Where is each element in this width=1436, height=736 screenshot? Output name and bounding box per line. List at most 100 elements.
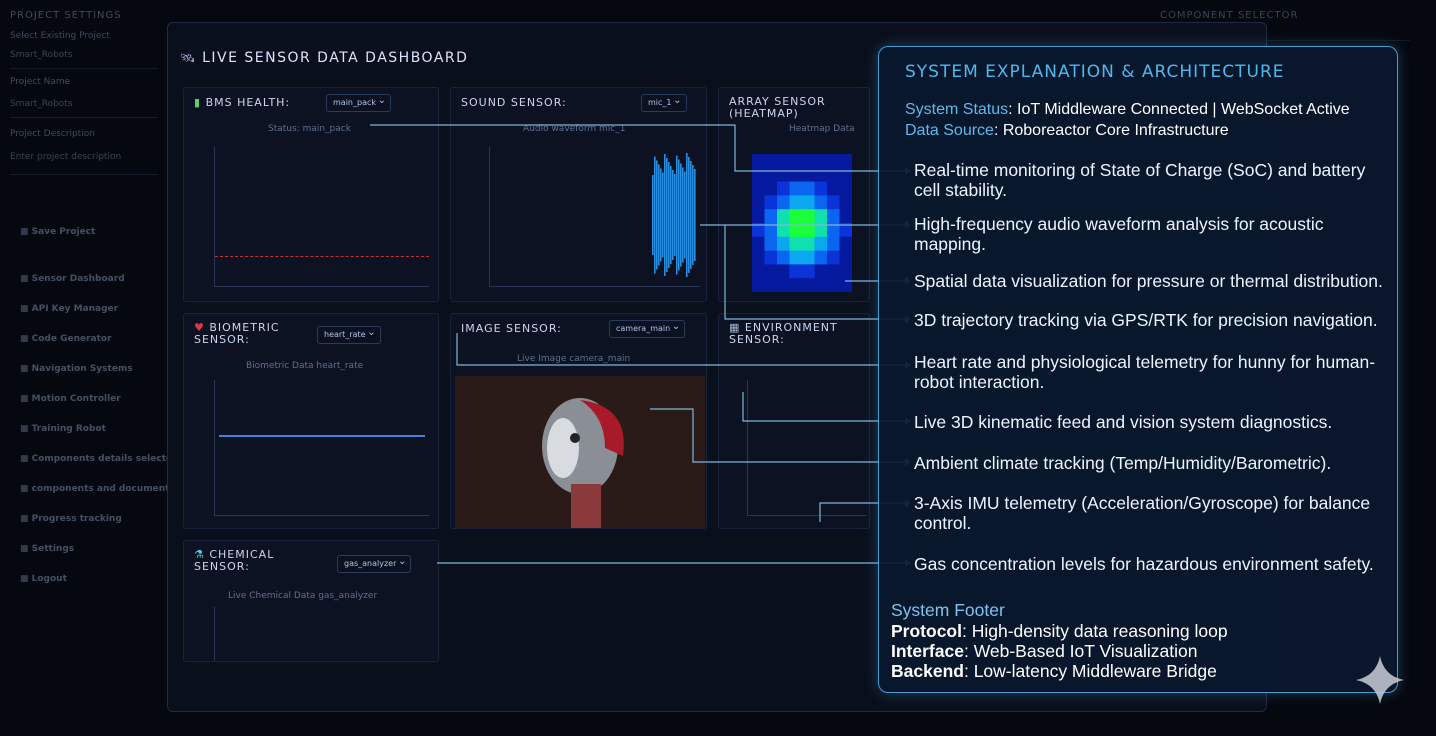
heatmap-cell	[764, 236, 778, 252]
sound-subtitle: Audio waveform mic_1	[523, 124, 626, 134]
feature-array: Spatial data visualization for pressure …	[914, 271, 1383, 291]
heatmap-cell	[752, 236, 765, 252]
sound-mic-select[interactable]: mic_1	[641, 93, 687, 112]
biometric-subtitle: Biometric Data heart_rate	[246, 361, 364, 371]
feature-biometric: Heart rate and physiological telemetry f…	[914, 352, 1376, 392]
heatmap-cell	[764, 154, 778, 169]
heatmap-cell	[752, 250, 765, 265]
biometric-select[interactable]: heart_rate	[317, 325, 381, 344]
environment-icon: ▦	[729, 321, 745, 334]
waveform-bar	[666, 158, 668, 272]
image-subtitle: Live Image camera_main	[517, 354, 631, 364]
sidebar-nav-item[interactable]: Code Generator	[20, 334, 112, 344]
explanation-panel	[878, 46, 1398, 693]
heatmap-cell	[789, 278, 803, 292]
sidebar-nav-item[interactable]: components and document	[20, 484, 170, 494]
feature-chemical: Gas concentration levels for hazardous e…	[914, 554, 1374, 574]
heatmap-cell	[777, 236, 790, 252]
heatmap-cell	[789, 250, 803, 265]
heatmap-cell	[839, 181, 852, 196]
heatmap-cell	[764, 209, 778, 224]
feature-image: Live 3D kinematic feed and vision system…	[914, 412, 1333, 432]
chemical-sensor-label: ⚗ CHEMICAL SENSOR:	[194, 548, 275, 573]
waveform-bar	[694, 169, 696, 261]
project-description-input[interactable]: Enter project description	[10, 152, 158, 175]
waveform-bar	[688, 157, 690, 273]
sidebar-nav-item[interactable]: API Key Manager	[20, 304, 118, 314]
heatmap-cell	[764, 181, 778, 196]
heatmap-cell	[814, 278, 828, 292]
system-footer-title: System Footer	[891, 600, 1005, 620]
heatmap-cell	[764, 223, 778, 238]
heatmap-cell	[827, 278, 840, 292]
bms-plot-area	[214, 146, 429, 287]
camera-select[interactable]: camera_main	[609, 319, 686, 338]
biometric-sensor-card: ♥ BIOMETRIC SENSOR: heart_rate Biometric…	[183, 313, 439, 529]
project-description-label: Project Description	[10, 129, 95, 139]
heatmap-cell	[814, 154, 828, 169]
waveform-bar	[684, 171, 686, 259]
sidebar-nav-item[interactable]: Training Robot	[20, 424, 106, 434]
dashboard-title: 🛰 LIVE SENSOR DATA DASHBOARD	[180, 50, 469, 66]
heatmap-subtitle: Heatmap Data	[789, 124, 855, 134]
feature-trajectory: 3D trajectory tracking via GPS/RTK for p…	[914, 310, 1378, 330]
waveform-bar	[656, 160, 658, 270]
footer-interface: Interface: Web-Based IoT Visualization	[891, 641, 1198, 661]
heatmap-cell	[814, 250, 828, 265]
heatmap-cell	[814, 264, 828, 279]
heatmap-cell	[814, 223, 828, 238]
image-sensor-label: IMAGE SENSOR:	[461, 322, 562, 335]
sidebar-nav-item[interactable]: Settings	[20, 544, 74, 554]
waveform-bar	[676, 155, 678, 275]
sparkle-icon	[1356, 656, 1404, 704]
heatmap-cell	[764, 264, 778, 279]
biometric-plot-area	[214, 380, 429, 516]
sidebar-nav-item[interactable]: Components details selected	[20, 454, 179, 464]
waveform-bar	[662, 172, 664, 258]
waveform-bar	[686, 153, 688, 277]
sidebar-nav-item[interactable]: Motion Controller	[20, 394, 121, 404]
flask-icon: ⚗	[194, 548, 210, 561]
heatmap-cell	[752, 278, 765, 292]
battery-icon: ▮	[194, 96, 206, 109]
sidebar-nav-item[interactable]: Navigation Systems	[20, 364, 133, 374]
heatmap-cell	[827, 154, 840, 169]
heatmap-cell	[777, 181, 790, 196]
project-name-input[interactable]: Smart_Robots	[10, 99, 158, 118]
waveform-bar	[668, 162, 670, 268]
heatmap-cell	[777, 154, 790, 169]
waveform-bar	[664, 154, 666, 276]
heatmap-cell	[789, 223, 803, 238]
sidebar-nav-item[interactable]: Sensor Dashboard	[20, 274, 125, 284]
array-sensor-card: ARRAY SENSOR (HEATMAP) Heatmap Data	[718, 87, 870, 302]
heatmap-cell	[789, 154, 803, 169]
sound-sensor-label: SOUND SENSOR:	[461, 96, 567, 109]
data-source: Data Source: Roboreactor Core Infrastruc…	[905, 122, 1229, 139]
heatmap-cell	[827, 236, 840, 252]
feature-sound: High-frequency audio waveform analysis f…	[914, 214, 1324, 254]
heatmap-cell	[839, 250, 852, 265]
save-project-button[interactable]: Save Project	[20, 227, 96, 237]
audio-waveform	[652, 153, 696, 277]
gas-analyzer-select[interactable]: gas_analyzer	[337, 554, 412, 573]
heatmap-cell	[827, 250, 840, 265]
project-select[interactable]: Smart_Robots	[10, 50, 158, 69]
heatmap-cell	[802, 154, 815, 169]
heatmap-cell	[802, 195, 815, 210]
waveform-bar	[670, 166, 672, 264]
bms-pack-select[interactable]: main_pack	[326, 93, 391, 112]
sidebar-nav-item[interactable]: Logout	[20, 574, 67, 584]
heatmap-cell	[827, 264, 840, 279]
panel-title: SYSTEM EXPLANATION & ARCHITECTURE	[905, 62, 1285, 82]
waveform-bar	[682, 167, 684, 263]
heatmap-cell	[814, 181, 828, 196]
heatmap-cell	[752, 181, 765, 196]
heatmap-cell	[764, 195, 778, 210]
heatmap-cell	[777, 264, 790, 279]
heatmap-cell	[814, 236, 828, 252]
heatmap-cell	[789, 264, 803, 279]
heatmap-cell	[827, 181, 840, 196]
biometric-sensor-label: ♥ BIOMETRIC SENSOR:	[194, 321, 280, 346]
sidebar-nav-item[interactable]: Progress tracking	[20, 514, 122, 524]
heatmap-cell	[777, 209, 790, 224]
